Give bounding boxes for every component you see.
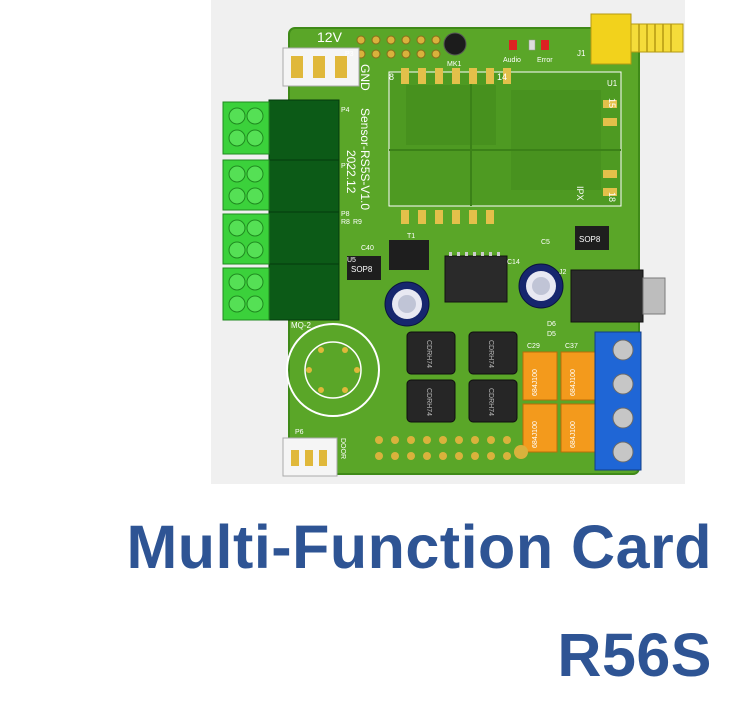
label-t1: T1 (407, 233, 415, 240)
label-inductor-1: CDRH74 (425, 340, 432, 368)
power-header-p3 (282, 47, 360, 87)
green-terminal-blocks (222, 101, 270, 321)
label-p4: P4 (341, 107, 350, 114)
label-d6: D6 (547, 321, 556, 328)
terminal-shroud (268, 99, 340, 321)
top-header-pins (356, 35, 441, 59)
main-ic (444, 255, 508, 303)
label-audio: Audio (503, 57, 521, 64)
label-r8: R8 (341, 219, 350, 226)
module-pads-right (603, 100, 617, 196)
label-gnd: GND (358, 64, 372, 91)
label-cap-3: 684J100 (570, 369, 577, 396)
label-p8: P8 (341, 211, 350, 218)
label-j2: J2 (559, 269, 567, 276)
module-pads-top (401, 68, 511, 84)
electrolytic-capacitor-left (384, 281, 430, 327)
label-mq2: MQ-2 (291, 321, 312, 330)
chip-sop8-right (575, 226, 609, 250)
label-board-name: Sensor-RS5S-V1.0 (358, 108, 372, 210)
label-p6: P6 (295, 429, 304, 436)
label-c5: C5 (541, 239, 550, 246)
label-ipx: IPX (575, 186, 585, 201)
label-p7: P7 (341, 163, 350, 170)
label-c37: C37 (565, 343, 578, 350)
label-pin-8: 8 (389, 72, 394, 82)
film-capacitors (522, 351, 596, 453)
door-header-p6 (282, 437, 338, 477)
label-pin-15: 15 (607, 98, 617, 108)
electrolytic-capacitor-right (518, 263, 564, 309)
label-u1: U1 (607, 79, 618, 88)
label-inductor-2: CDRH74 (425, 388, 432, 416)
chip-sop8-left (347, 256, 381, 280)
mq2-gas-sensor (286, 323, 380, 417)
label-sop8-left: SOP8 (351, 265, 373, 274)
label-j1: J1 (577, 49, 586, 58)
label-pin-14: 14 (497, 72, 507, 82)
label-pin-18: 18 (607, 192, 617, 202)
audio-led (509, 40, 517, 50)
label-door: DOOR (339, 438, 346, 459)
label-mic: MK1 (447, 61, 462, 68)
label-sop8-right: SOP8 (579, 235, 601, 244)
product-model: R56S (557, 621, 712, 689)
error-led (541, 40, 549, 50)
label-p3: P3 (345, 51, 354, 58)
label-d5: D5 (547, 331, 556, 338)
label-12v: 12V (317, 29, 343, 45)
pcb-render: 12V P3 MK1 Audio Error 8 14 U1 J1 15 18 … (211, 0, 685, 484)
label-cap-4: 684J100 (570, 421, 577, 448)
label-inductor-4: CDRH74 (487, 388, 494, 416)
label-u5: U5 (347, 257, 356, 264)
audio-jack (570, 269, 666, 323)
label-inductor-3: CDRH74 (487, 340, 494, 368)
label-error: Error (537, 57, 553, 64)
label-c29: C29 (527, 343, 540, 350)
label-c14: C14 (507, 259, 520, 266)
product-title: Multi-Function Card (126, 513, 712, 581)
sma-antenna-connector (590, 13, 684, 65)
label-date: 2022.12 (344, 150, 358, 194)
microphone (443, 32, 467, 56)
pcb-board-illustration: 12V P3 MK1 Audio Error 8 14 U1 J1 15 18 … (222, 13, 684, 477)
blue-terminal-blocks (594, 331, 642, 471)
component-t1 (389, 240, 429, 270)
inductors (406, 331, 518, 423)
bottom-pin-rows (375, 436, 528, 460)
label-cap-1: 684J100 (532, 369, 539, 396)
label-cap-2: 684J100 (532, 421, 539, 448)
label-c40: C40 (361, 245, 374, 252)
module-pads-bottom (401, 210, 494, 224)
label-r9: R9 (353, 219, 362, 226)
